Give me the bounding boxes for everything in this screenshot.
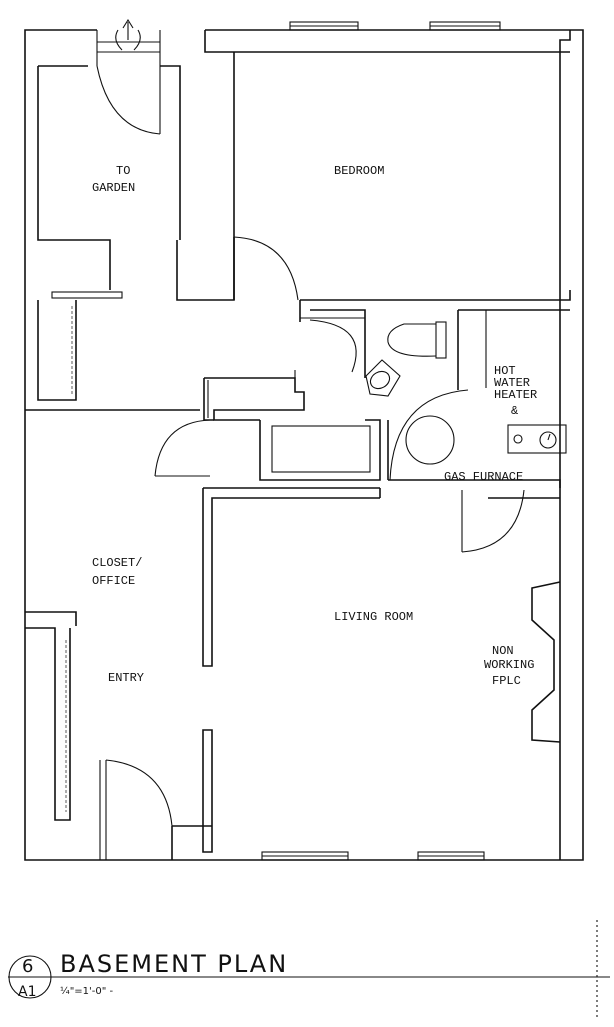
to-garden-label-line1: TO: [116, 164, 130, 178]
bedroom-label: BEDROOM: [334, 164, 384, 178]
gas-furnace-label: GAS FURNACE: [444, 470, 523, 484]
room-labels: TO GARDEN BEDROOM HOT WATER HEATER & GAS…: [92, 164, 537, 688]
hall-door: [154, 419, 211, 477]
fireplace-icon: [531, 581, 561, 743]
toilet-icon: [387, 321, 447, 359]
to-garden-label-line2: GARDEN: [92, 181, 135, 195]
windows: [51, 21, 501, 861]
left-interior-walls: [25, 239, 200, 821]
sheet-ref: A1: [18, 984, 36, 1000]
living-room-label: LIVING ROOM: [334, 610, 413, 624]
mechanical-door: [461, 489, 525, 553]
bathroom-walls: [203, 300, 381, 481]
hot-water-label-line4: &: [511, 404, 518, 418]
fireplace-label-line3: FPLC: [492, 674, 521, 688]
entry-label: ENTRY: [108, 671, 144, 685]
sink-icon: [365, 359, 401, 397]
title-block: 6 A1 BASEMENT PLAN ¼"=1'-0" -: [8, 920, 610, 1020]
hot-water-label-line1: HOT: [494, 364, 516, 378]
closet-office-label-line2: OFFICE: [92, 574, 135, 588]
closet-office-label-line1: CLOSET/: [92, 556, 142, 570]
water-heater-tank-icon: [405, 415, 455, 465]
garden-door: [96, 18, 161, 135]
fireplace-label-line2: WORKING: [484, 658, 534, 672]
bedroom-walls: [176, 51, 571, 301]
exterior-walls: [24, 29, 584, 861]
drawing-scale: ¼"=1'-0" -: [60, 985, 114, 997]
hot-water-label-line2: WATER: [494, 376, 530, 390]
furnace-icon: [507, 424, 567, 454]
living-room-walls: [171, 487, 560, 860]
hot-water-label-line3: HEATER: [494, 388, 537, 402]
entry-door: [99, 759, 173, 860]
fireplace-label-line1: NON: [492, 644, 514, 658]
drawing-title: BASEMENT PLAN: [60, 950, 288, 978]
mechanical-room: [387, 309, 570, 488]
sheet-number: 6: [22, 956, 33, 977]
